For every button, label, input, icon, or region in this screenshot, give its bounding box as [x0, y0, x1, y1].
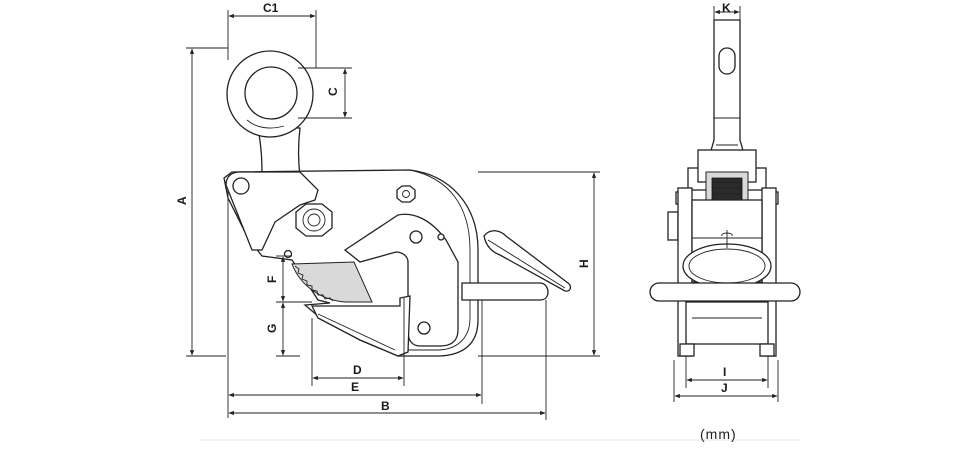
dim-label-d: D [353, 363, 362, 377]
dim-label-b: B [381, 399, 390, 413]
dim-label-h: H [577, 259, 591, 268]
dim-label-i: I [723, 365, 726, 379]
front-view: K I J [649, 1, 801, 402]
lifting-eye [226, 50, 314, 177]
side-view: C1 C A F G H [175, 1, 600, 420]
dim-label-f: F [265, 276, 279, 283]
dim-label-c1: C1 [263, 1, 279, 15]
dim-label-e: E [351, 380, 359, 394]
dim-label-a: A [175, 196, 189, 205]
clamp-body [223, 169, 572, 357]
side-dimensions: C1 C A F G H [175, 1, 600, 420]
front-dimensions: K I J [673, 1, 779, 402]
dim-label-g: G [265, 324, 279, 333]
dim-label-c: C [326, 87, 340, 96]
unit-label: (mm) [700, 426, 737, 442]
front-side-plates [677, 187, 777, 357]
dim-label-j: J [721, 381, 728, 395]
front-handle-ring [649, 230, 801, 302]
dim-label-k: K [722, 1, 731, 15]
front-lifting-link [705, 19, 749, 169]
